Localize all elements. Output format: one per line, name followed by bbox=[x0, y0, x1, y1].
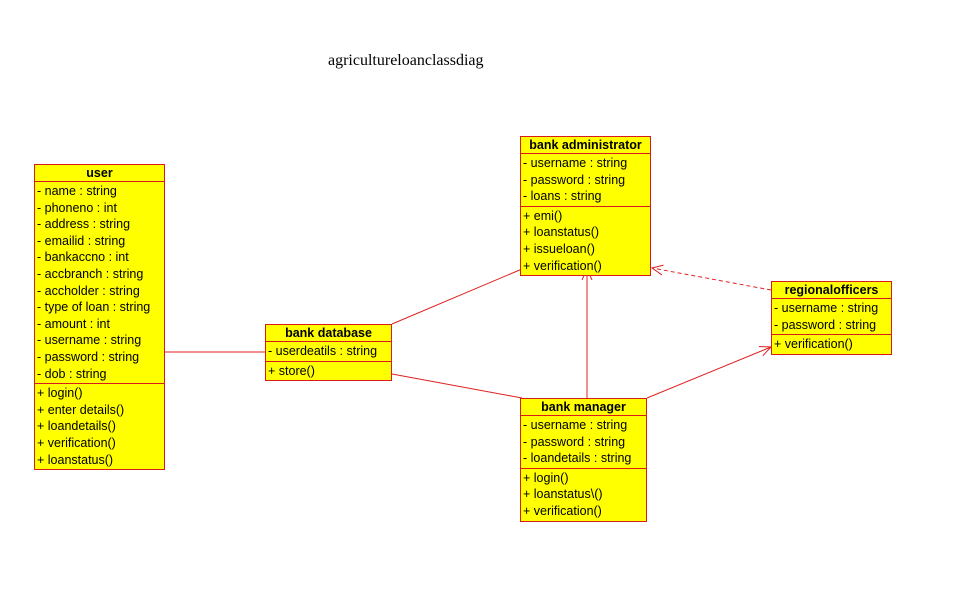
operation: + loanstatus() bbox=[523, 225, 600, 240]
class-bank-administrator-name: bank administrator bbox=[521, 137, 650, 154]
attribute: - phoneno : int bbox=[37, 200, 117, 215]
attribute: - dob : string bbox=[37, 366, 107, 381]
attribute: - name : string bbox=[37, 184, 117, 198]
operation: + loandetails() bbox=[37, 419, 116, 434]
attribute: - emailid : string bbox=[37, 233, 126, 248]
class-regionalofficers[interactable]: regionalofficers - username : string - p… bbox=[771, 281, 892, 355]
attribute: - type of loan : string bbox=[37, 300, 151, 315]
operation: + loanstatus\() bbox=[523, 487, 603, 502]
operation: + login() bbox=[523, 470, 569, 485]
operation: + enter details() bbox=[37, 402, 125, 417]
class-bank-database[interactable]: bank database - userdeatils : string + s… bbox=[265, 324, 392, 382]
operation: + verification() bbox=[37, 435, 116, 450]
class-bank-database-name: bank database bbox=[266, 325, 391, 342]
attribute: - password : string bbox=[523, 172, 626, 187]
class-user[interactable]: user - name : string - phoneno : int - a… bbox=[34, 164, 165, 471]
operation: + emi() bbox=[523, 208, 563, 223]
class-bank-administrator-attributes: - username : string - password : string … bbox=[521, 154, 650, 206]
attribute: - address : string bbox=[37, 217, 131, 232]
diagram-title: agricultureloanclassdiag bbox=[328, 52, 484, 69]
class-bank-database-operations: + store() bbox=[266, 360, 391, 381]
class-bank-manager[interactable]: bank manager - username : string - passw… bbox=[520, 398, 647, 522]
attribute: - username : string bbox=[523, 418, 628, 432]
class-regionalofficers-name: regionalofficers bbox=[772, 282, 891, 299]
relation-bank-database-bank-manager bbox=[391, 373, 523, 399]
attribute: - accholder : string bbox=[37, 283, 140, 298]
attribute: - accbranch : string bbox=[37, 266, 144, 281]
attribute: - userdeatils : string bbox=[268, 344, 378, 358]
attribute: - bankaccno : int bbox=[37, 250, 129, 265]
class-bank-administrator-operations: + emi() + loanstatus() + issueloan() + v… bbox=[521, 205, 650, 275]
class-bank-database-attributes: - userdeatils : string bbox=[266, 342, 391, 361]
attribute: - amount : int bbox=[37, 316, 110, 331]
operation: + verification() bbox=[774, 337, 853, 352]
class-bank-administrator[interactable]: bank administrator - username : string -… bbox=[520, 136, 651, 277]
class-user-attributes: - name : string - phoneno : int - addres… bbox=[35, 182, 164, 383]
relation-regionalofficers-bank-administrator bbox=[652, 268, 772, 291]
operation: + issueloan() bbox=[523, 241, 595, 256]
attribute: - username : string bbox=[523, 156, 628, 170]
attribute: - password : string bbox=[523, 434, 626, 449]
attribute: - password : string bbox=[774, 317, 877, 332]
attribute: - username : string bbox=[774, 301, 879, 315]
relation-bank-database-bank-administrator bbox=[391, 268, 523, 325]
class-regionalofficers-operations: + verification() bbox=[772, 334, 891, 354]
class-user-operations: + login() + enter details() + loandetail… bbox=[35, 383, 164, 469]
attribute: - loans : string bbox=[523, 189, 602, 204]
operation: + store() bbox=[268, 363, 315, 378]
attribute: - password : string bbox=[37, 349, 140, 364]
relation-bank-manager-regionalofficers bbox=[646, 347, 771, 399]
class-bank-manager-name: bank manager bbox=[521, 399, 646, 416]
class-user-name: user bbox=[35, 165, 164, 182]
operation: + verification() bbox=[523, 258, 602, 273]
operation: + verification() bbox=[523, 503, 602, 518]
operation: + login() bbox=[37, 386, 83, 401]
attribute: - username : string bbox=[37, 333, 142, 348]
operation: + loanstatus() bbox=[37, 452, 114, 467]
class-bank-manager-attributes: - username : string - password : string … bbox=[521, 416, 646, 468]
class-regionalofficers-attributes: - username : string - password : string bbox=[772, 299, 891, 334]
class-bank-manager-operations: + login() + loanstatus\() + verification… bbox=[521, 467, 646, 521]
attribute: - loandetails : string bbox=[523, 451, 632, 466]
